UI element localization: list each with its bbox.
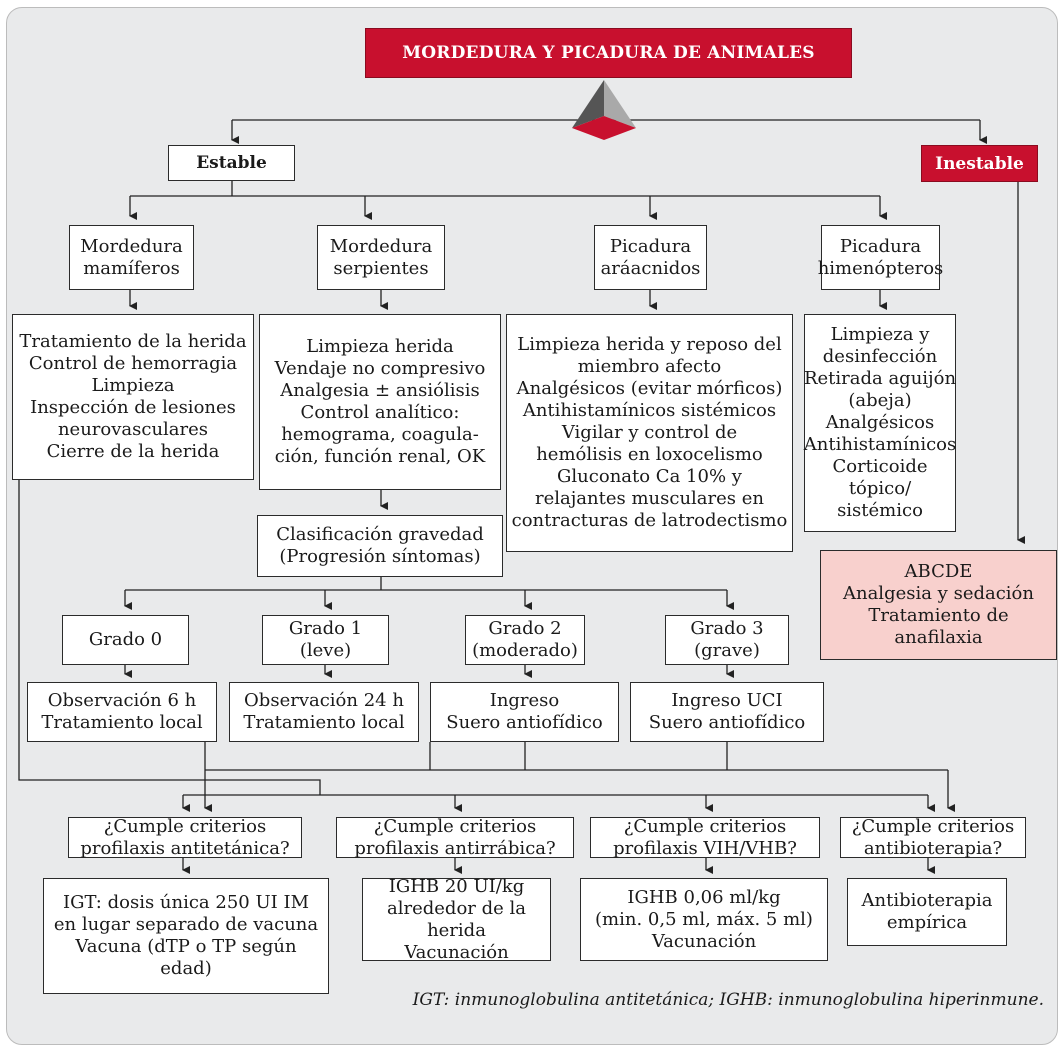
criteria-antirrabica: ¿Cumple criterios profilaxis antirrábica… [336,815,574,859]
action-vih-vhb: IGHB 0,06 ml/kg (min. 0,5 ml, máx. 5 ml)… [580,878,828,961]
inestable-treatment-text: ABCDE Analgesia y sedación Tratamiento d… [842,561,1034,648]
treatment-serpientes: Limpieza herida Vendaje no compresivo An… [259,314,501,490]
grade-label: Grado 3 (grave) [690,618,764,661]
title-text: MORDEDURA Y PICADURA DE ANIMALES [402,43,815,63]
title-box: MORDEDURA Y PICADURA DE ANIMALES [365,28,852,78]
grade-1-action: Observación 24 h Tratamiento local [229,682,419,742]
category-picadura-aracnidos: Picadura aráacnidos [594,225,707,290]
criteria-action-text: IGHB 20 UI/kg alrededor de la herida Vac… [387,875,526,963]
inestable-box: Inestable [921,145,1038,182]
treatment-aracnidos: Limpieza herida y reposo del miembro afe… [506,314,793,552]
grade-label: Grado 2 (moderado) [472,618,578,661]
action-antibioterapia: Antibioterapia empírica [847,878,1007,946]
criteria-question: ¿Cumple criterios profilaxis antirrábica… [354,815,556,859]
criteria-question: ¿Cumple criterios profilaxis antitetánic… [80,815,290,859]
grade-3-box: Grado 3 (grave) [665,615,789,665]
estable-box: Estable [168,145,295,181]
inestable-treatment-box: ABCDE Analgesia y sedación Tratamiento d… [820,550,1057,660]
criteria-antibioterapia: ¿Cumple criterios antibioterapia? [840,815,1026,859]
category-mordedura-serpientes: Mordedura serpientes [317,225,445,290]
estable-label: Estable [196,153,267,173]
category-picadura-himenopteros: Picadura himenópteros [818,225,943,290]
category-label: Picadura aráacnidos [600,235,701,279]
inestable-label: Inestable [935,153,1024,174]
treatment-mamiferos: Tratamiento de la herida Control de hemo… [12,314,254,480]
grade-2-box: Grado 2 (moderado) [465,615,585,665]
grade-action-text: Ingreso Suero antiofídico [446,690,603,733]
treatment-text: Limpieza herida Vendaje no compresivo An… [274,336,486,467]
criteria-action-text: Antibioterapia empírica [861,890,993,933]
action-antirrabica: IGHB 20 UI/kg alrededor de la herida Vac… [362,875,551,963]
action-antitetanica: IGT: dosis única 250 UI IM en lugar sepa… [43,878,329,994]
category-label: Mordedura serpientes [329,235,433,279]
grade-action-text: Ingreso UCI Suero antiofídico [648,690,806,733]
grade-action-text: Observación 6 h Tratamiento local [41,690,203,733]
criteria-antitetanica: ¿Cumple criterios profilaxis antitetánic… [68,815,302,859]
category-label: Mordedura mamíferos [80,235,183,279]
category-mordedura-mamiferos: Mordedura mamíferos [69,225,194,290]
severity-classification-box: Clasificación gravedad (Progresión sínto… [257,515,503,577]
grade-label: Grado 1 (leve) [288,618,363,661]
grade-2-action: Ingreso Suero antiofídico [430,682,619,742]
criteria-action-text: IGT: dosis única 250 UI IM en lugar sepa… [53,892,319,979]
grade-0-box: Grado 0 [62,615,189,665]
footnote: IGT: inmunoglobulina antitetánica; IGHB:… [412,990,1044,1010]
treatment-text: Limpieza y desinfección Retirada aguijón… [803,324,957,521]
treatment-himenopteros: Limpieza y desinfección Retirada aguijón… [804,314,956,532]
treatment-text: Limpieza herida y reposo del miembro afe… [511,334,788,531]
pyramid-logo [572,80,636,140]
treatment-text: Tratamiento de la herida Control de hemo… [19,331,247,462]
category-label: Picadura himenópteros [817,235,944,279]
criteria-question: ¿Cumple criterios antibioterapia? [851,815,1015,859]
grade-1-box: Grado 1 (leve) [262,615,389,665]
grade-action-text: Observación 24 h Tratamiento local [243,690,405,733]
criteria-action-text: IGHB 0,06 ml/kg (min. 0,5 ml, máx. 5 ml)… [595,886,813,952]
grade-0-action: Observación 6 h Tratamiento local [27,682,217,742]
criteria-vih-vhb: ¿Cumple criterios profilaxis VIH/VHB? [590,815,820,859]
grade-label: Grado 0 [88,629,163,650]
criteria-question: ¿Cumple criterios profilaxis VIH/VHB? [613,815,797,859]
grade-3-action: Ingreso UCI Suero antiofídico [630,682,824,742]
severity-text: Clasificación gravedad (Progresión sínto… [276,524,484,567]
